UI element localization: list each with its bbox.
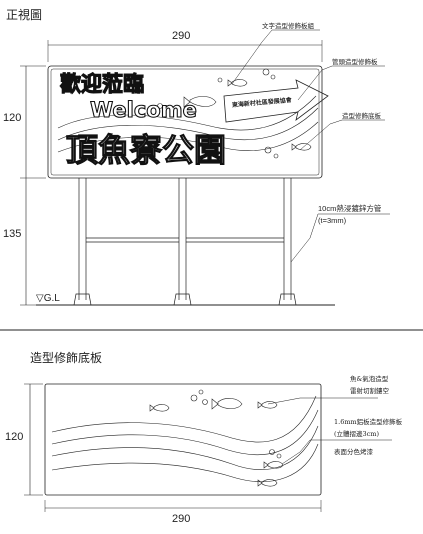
callout-paint: 表面分色烤漆	[334, 448, 373, 456]
panel-waves	[51, 395, 319, 482]
callout-fish-bubbles: 魚&氣泡造型	[350, 375, 389, 383]
sign-text-welcome: Welcome	[89, 98, 197, 122]
panel-leaders	[267, 397, 392, 465]
callout-fold-depth: (立體摺邊3cm)	[334, 430, 380, 438]
sign-text-park-name: 頂魚寮公園	[65, 131, 227, 169]
height-dimension-lower: 135	[3, 228, 22, 240]
callout-letter-panels: 文字造型修飾板組	[262, 22, 314, 30]
callout-pipe-panel: 管頭造型修飾板	[332, 58, 378, 66]
sign-fish	[157, 68, 312, 159]
width-dimension: 290	[172, 30, 191, 42]
front-leaders	[231, 29, 390, 263]
panel-fish	[149, 389, 284, 487]
back-panel-title: 造型修飾底板	[30, 351, 103, 365]
panel-height-dimension: 120	[5, 431, 24, 443]
callout-post-thickness: (t=3mm)	[318, 216, 347, 225]
support-posts	[73, 178, 297, 306]
height-dimension-upper: 120	[3, 112, 22, 124]
sign-text-welcome-chinese: 歡迎蒞臨	[59, 72, 144, 96]
sign-waves	[57, 95, 319, 153]
callout-laser-cut: 雷射切割鏤空	[350, 387, 389, 395]
sign-board	[47, 65, 323, 179]
callout-backboard: 造型修飾底板	[342, 112, 381, 120]
callout-aluminum-board: 1.6mm鋁板造型修飾板	[334, 418, 403, 426]
arrow-banner	[223, 79, 329, 123]
panel-width-dimension: 290	[172, 513, 191, 525]
callout-post-spec: 10cm熱浸鍍鋅方管	[318, 204, 382, 213]
sign-board-inner	[50, 68, 320, 176]
front-view-title: 正視圖	[6, 8, 43, 22]
back-panel	[44, 383, 322, 496]
ground-level-label: ▽G.L	[36, 293, 60, 304]
